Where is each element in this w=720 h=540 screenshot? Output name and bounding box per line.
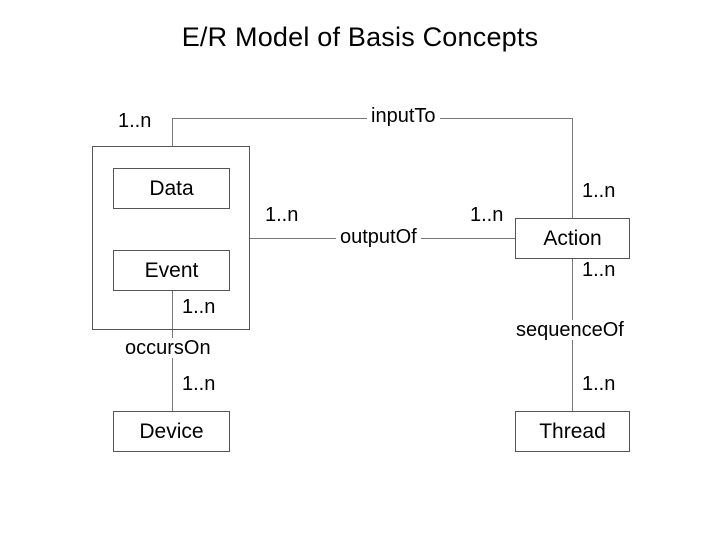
entity-action[interactable]: Action (515, 218, 630, 259)
connector-input-to-left-stub (172, 118, 173, 147)
cardinality-occurs-on-bottom: 1..n (182, 373, 216, 395)
entity-device[interactable]: Device (113, 411, 230, 452)
relationship-label-occurs-on: occursOn (121, 338, 215, 358)
relationship-label-output-of: outputOf (336, 227, 421, 247)
connector-input-to-right-stub (572, 118, 573, 219)
cardinality-occurs-on-top: 1..n (182, 296, 216, 318)
relationship-label-input-to: inputTo (367, 106, 440, 126)
cardinality-output-of-left: 1..n (265, 204, 299, 226)
cardinality-sequence-of-bottom: 1..n (582, 373, 616, 395)
entity-thread[interactable]: Thread (515, 411, 630, 452)
entity-data[interactable]: Data (113, 168, 230, 209)
page-title: E/R Model of Basis Concepts (181, 22, 539, 52)
relationship-label-sequence-of: sequenceOf (512, 320, 628, 340)
cardinality-input-to-right: 1..n (582, 180, 616, 202)
cardinality-input-to-left: 1..n (118, 110, 152, 132)
cardinality-output-of-right: 1..n (470, 204, 504, 226)
entity-group-data-event (92, 146, 250, 330)
entity-event[interactable]: Event (113, 250, 230, 291)
cardinality-sequence-of-top: 1..n (582, 259, 616, 281)
